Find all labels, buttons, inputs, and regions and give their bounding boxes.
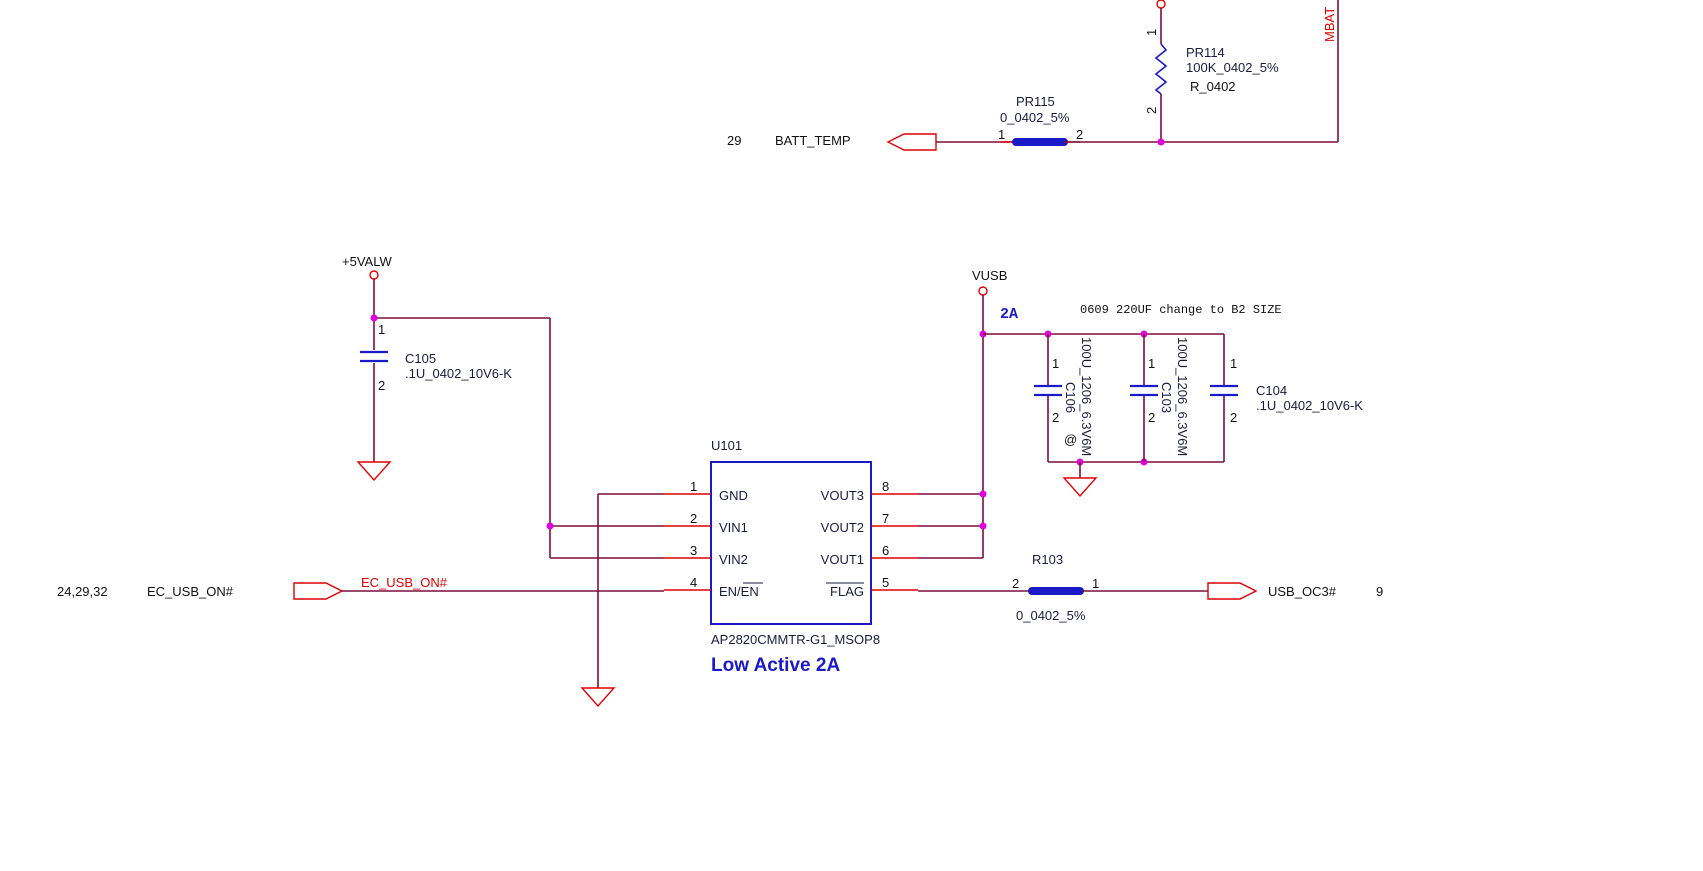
- pr115-value: 0_0402_5%: [1000, 110, 1070, 125]
- ic-right-wiring: VUSB 2A R103 2 1 0_0402_5% USB_OC3# 9: [918, 268, 1383, 623]
- pr114-footprint: R_0402: [1190, 79, 1236, 94]
- usb-oc3-page-ref: 9: [1376, 584, 1383, 599]
- u101-pin5-name: FLAG: [830, 584, 864, 599]
- pr115-ref: PR115: [1016, 94, 1055, 109]
- change-note: 0609 220UF change to B2 SIZE: [1080, 303, 1282, 317]
- c105-pin1: 1: [378, 322, 385, 337]
- u101-pin6-num: 6: [882, 543, 889, 558]
- pr114-top-terminal: [1156, 0, 1166, 9]
- u101-ic: U101 1 2 3 4 GND VIN1 VIN2 EN/EN 8 7 6 5…: [664, 438, 918, 676]
- batt-temp-section: 29 BATT_TEMP MBAT PR115 0_0402_5% 1 2 1 …: [727, 0, 1339, 151]
- c106-value: 100U_1206_6.3V6M: [1079, 337, 1094, 456]
- rail-5valw-terminal: [369, 270, 379, 280]
- c104-value: .1U_0402_10V6-K: [1256, 398, 1363, 413]
- u101-pin5-num: 5: [882, 575, 889, 590]
- c105-ground-symbol: [356, 461, 392, 482]
- ec-usb-on-wire-label: EC_USB_ON#: [361, 575, 448, 590]
- u101-pin2-num: 2: [690, 511, 697, 526]
- ec-usb-on-offpage-connector: [293, 582, 344, 600]
- pr114-ref: PR114: [1186, 45, 1225, 60]
- u101-part-number: AP2820CMMTR-G1_MSOP8: [711, 632, 880, 647]
- ec-usb-on-net-label: EC_USB_ON#: [147, 584, 234, 599]
- u101-pin8-num: 8: [882, 479, 889, 494]
- u101-pin7-name: VOUT2: [821, 520, 864, 535]
- u101-body: [710, 461, 872, 625]
- c103-ref: C103: [1159, 382, 1174, 413]
- u101-pin8-name: VOUT3: [821, 488, 864, 503]
- c103-pin2: 2: [1148, 410, 1155, 425]
- usb-oc3-net-label: USB_OC3#: [1268, 584, 1337, 599]
- u101-pin3-name: VIN2: [719, 552, 748, 567]
- c106-mark: @: [1064, 432, 1077, 447]
- r103-value: 0_0402_5%: [1016, 608, 1086, 623]
- c104-ref: C104: [1256, 383, 1287, 398]
- r103-ref: R103: [1032, 552, 1063, 567]
- u101-pin7-num: 7: [882, 511, 889, 526]
- cap-bank-ground-symbol: [1062, 477, 1098, 498]
- pr114-junction: [1157, 138, 1165, 146]
- ec-usb-on-page-refs: 24,29,32: [57, 584, 108, 599]
- u101-pin1-name: GND: [719, 488, 748, 503]
- c105-ref: C105: [405, 351, 436, 366]
- u101-pin1-num: 1: [690, 479, 697, 494]
- batt-temp-net-label: BATT_TEMP: [775, 133, 851, 148]
- rail-vusb-terminal: [978, 286, 988, 296]
- usb-oc3-offpage-connector: [1207, 582, 1258, 600]
- c106-ref: C106: [1063, 382, 1078, 413]
- u101-pin3-num: 3: [690, 543, 697, 558]
- pr114-pin1: 1: [1144, 29, 1159, 36]
- input-rail-section: +5VALW 1 2 C105 .1U_0402_10V6-K: [342, 254, 551, 558]
- u101-pin4-num: 4: [690, 575, 697, 590]
- rail-vusb-label: VUSB: [972, 268, 1007, 283]
- u101-ground-symbol: [580, 687, 616, 708]
- u101-note: Low Active 2A: [711, 655, 840, 676]
- ic-left-wiring: 24,29,32 EC_USB_ON# EC_USB_ON#: [57, 493, 664, 708]
- u101-pin2-name: VIN1: [719, 520, 748, 535]
- c106-pin1: 1: [1052, 356, 1059, 371]
- c103-value: 100U_1206_6.3V6M: [1175, 337, 1190, 456]
- batt-temp-page-ref: 29: [727, 133, 741, 148]
- u101-pin6-name: VOUT1: [821, 552, 864, 567]
- c104-pin1: 1: [1230, 356, 1237, 371]
- pr114-resistor: [1154, 43, 1168, 95]
- c104-pin2: 2: [1230, 410, 1237, 425]
- rail-5valw-label: +5VALW: [342, 254, 392, 269]
- r103-pin2: 2: [1012, 576, 1019, 591]
- c103-pin1: 1: [1148, 356, 1155, 371]
- u101-pin4-name: EN/EN: [719, 584, 759, 599]
- mbat-net-label: MBAT: [1322, 7, 1337, 42]
- c105-pin2: 2: [378, 378, 385, 393]
- u101-ref: U101: [711, 438, 742, 453]
- current-note: 2A: [1000, 306, 1018, 323]
- output-capacitor-bank: 0609 220UF change to B2 SIZE 1 2 100U_12…: [983, 303, 1363, 498]
- batt-temp-offpage-connector: [886, 133, 937, 151]
- c106-pin2: 2: [1052, 410, 1059, 425]
- r103-pin1: 1: [1092, 576, 1099, 591]
- pr115-pin1: 1: [998, 127, 1005, 142]
- pr114-value: 100K_0402_5%: [1186, 60, 1279, 75]
- pr114-pin2: 2: [1144, 107, 1159, 114]
- pr115-pin2: 2: [1076, 127, 1083, 142]
- c105-value: .1U_0402_10V6-K: [405, 366, 512, 381]
